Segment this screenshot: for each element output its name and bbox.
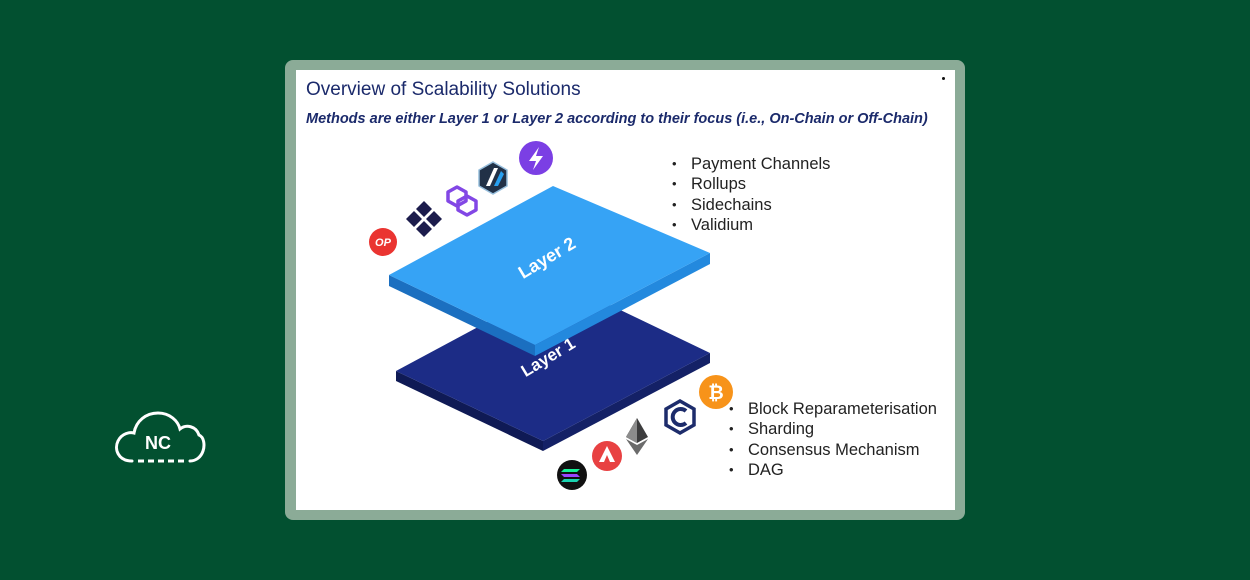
polygon-icon xyxy=(446,185,478,217)
layer2-top xyxy=(389,186,710,345)
list-item: Sidechains xyxy=(669,195,830,216)
layer2-side-left xyxy=(389,275,535,356)
solana-icon xyxy=(557,460,587,490)
layer1-top xyxy=(396,282,710,441)
list-item: Consensus Mechanism xyxy=(726,440,937,461)
corner-dot xyxy=(942,77,945,80)
layers-diagram: Layer 1 Layer 2 OP xyxy=(369,141,733,490)
layer1-side-right xyxy=(543,353,710,451)
arbitrum-icon xyxy=(478,161,508,195)
slide: Overview of Scalability Solutions Method… xyxy=(296,70,955,510)
list-item: Block Reparameterisation xyxy=(726,399,937,420)
list-item: DAG xyxy=(726,460,937,481)
slide-subtitle: Methods are either Layer 1 or Layer 2 ac… xyxy=(306,111,928,127)
layer2-methods-list: Payment Channels Rollups Sidechains Vali… xyxy=(669,154,830,235)
list-item: Rollups xyxy=(669,174,830,195)
layer1-methods-list: Block Reparameterisation Sharding Consen… xyxy=(726,399,937,480)
slide-frame: Overview of Scalability Solutions Method… xyxy=(285,60,965,520)
cardano-icon xyxy=(664,398,696,436)
cloud-outline-icon xyxy=(115,411,206,463)
slide-title: Overview of Scalability Solutions xyxy=(306,79,581,100)
svg-text:OP: OP xyxy=(375,237,392,249)
bitcoin-icon: ₿ xyxy=(699,375,733,409)
brand-cloud-logo: NC xyxy=(115,411,206,463)
layer1-slab: Layer 1 xyxy=(396,282,710,451)
ethereum-icon xyxy=(626,418,648,455)
optimism-icon: OP xyxy=(369,228,397,256)
layer2-side-right xyxy=(535,253,710,356)
avalanche-icon xyxy=(592,441,622,471)
layer2-slab: Layer 2 xyxy=(389,186,710,356)
layer1-side-left xyxy=(396,371,543,451)
list-item: Payment Channels xyxy=(669,154,830,175)
list-item: Sharding xyxy=(726,419,937,440)
lightning-icon xyxy=(519,141,553,175)
starkware-icon xyxy=(406,201,442,237)
list-item: Validium xyxy=(669,215,830,236)
svg-text:₿: ₿ xyxy=(708,382,723,404)
brand-logo-text: NC xyxy=(145,433,171,453)
